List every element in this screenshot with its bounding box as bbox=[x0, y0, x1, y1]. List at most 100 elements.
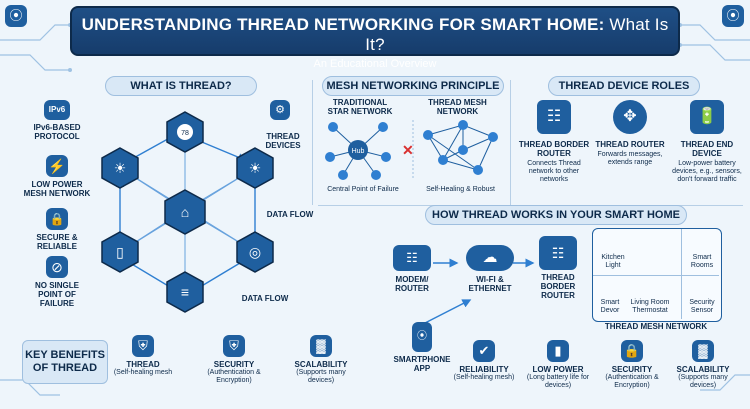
benefit-title: SECURITY bbox=[611, 365, 653, 374]
bar-chart-icon: ▓ bbox=[692, 340, 714, 362]
benefit-low-power: ▮ LOW POWER (Long battery life for devic… bbox=[522, 340, 594, 390]
svg-text:⌂: ⌂ bbox=[181, 204, 189, 220]
what-is-thread-heading: WHAT IS THREAD? bbox=[105, 76, 257, 96]
benefit-thread: ⛨ THREAD (Self-healing mesh bbox=[112, 335, 174, 377]
feature-ipv6: IPv6 IPv6-BASED PROTOCOL bbox=[22, 100, 92, 141]
star-network-label: TRADITIONAL STAR NETWORK bbox=[327, 98, 393, 116]
benefit-scalability-2: ▓ SCALABILITY (Supports many devices) bbox=[670, 340, 736, 390]
role-title: THREAD ROUTER bbox=[595, 140, 665, 149]
shield-icon: ⛨ bbox=[132, 335, 154, 357]
title-banner: UNDERSTANDING THREAD NETWORKING FOR SMAR… bbox=[70, 6, 680, 70]
modem-label: MODEM/ ROUTER bbox=[395, 275, 429, 293]
role-title: THREAD BORDER ROUTER bbox=[518, 140, 590, 158]
benefit-title: SECURITY bbox=[213, 360, 255, 369]
feature-no-spof: ⊘ NO SINGLE POINT OF FAILURE bbox=[22, 256, 92, 308]
room-smart-rooms: Smart Rooms bbox=[690, 254, 714, 269]
room-security-sensor: Security Sensor bbox=[689, 299, 715, 314]
battery-sensor-icon: 🔋 bbox=[690, 100, 724, 134]
room-divider bbox=[681, 229, 682, 319]
how-it-works-heading: HOW THREAD WORKS IN YOUR SMART HOME bbox=[425, 205, 687, 225]
mesh-principle-heading: MESH NETWORKING PRINCIPLE bbox=[322, 76, 504, 96]
benefit-desc: (Self-healing mesh) bbox=[453, 374, 515, 381]
bulb-node-icon bbox=[101, 147, 139, 189]
border-router-label: THREAD BORDER ROUTER bbox=[540, 273, 576, 300]
benefit-security: ⛨ SECURITY (Authentication & Encryption) bbox=[196, 335, 272, 385]
benefit-desc: (Self-healing mesh bbox=[113, 369, 173, 376]
lock-icon: 🔒 bbox=[46, 208, 68, 230]
star-vs-mesh-diagram: Hub ✕ bbox=[325, 120, 498, 180]
benefit-title: THREAD bbox=[126, 360, 160, 369]
feature-label: SECURE & RELIABLE bbox=[36, 233, 78, 251]
svg-text:☀: ☀ bbox=[114, 160, 127, 176]
smartphone-app: ⦿ SMARTPHONE APP bbox=[392, 322, 452, 373]
no-single-point-icon: ⊘ bbox=[46, 256, 68, 278]
mesh-network-label: THREAD MESH NETWORK bbox=[428, 98, 487, 116]
feature-label: NO SINGLE POINT OF FAILURE bbox=[34, 281, 79, 308]
wifi-icon: ⦿ bbox=[5, 5, 27, 27]
feature-low-power: ⚡ LOW POWER MESH NETWORK bbox=[22, 155, 92, 198]
shield-lock-icon: ⛨ bbox=[223, 335, 245, 357]
border-router-icon: ☷ bbox=[539, 236, 577, 270]
divider bbox=[312, 80, 313, 205]
how-it-works-diagram bbox=[424, 258, 535, 324]
router-arrows-icon: ✥ bbox=[613, 100, 647, 134]
failure-x-icon: ✕ bbox=[402, 142, 414, 158]
lock-icon: 🔒 bbox=[621, 340, 643, 362]
title-main: UNDERSTANDING THREAD NETWORKING FOR SMAR… bbox=[81, 15, 605, 34]
thread-mesh-diagram: 78 ☀☀ ⌂▯ ◎≡ bbox=[101, 111, 274, 313]
room-divider bbox=[593, 275, 719, 276]
key-benefits-heading: KEY BENEFITS OF THREAD bbox=[22, 340, 108, 384]
router-icon: ☷ bbox=[537, 100, 571, 134]
thread-devices-label: THREAD DEVICES bbox=[265, 132, 301, 150]
modem-router: ☷ MODEM/ ROUTER bbox=[388, 245, 436, 293]
data-flow-label-1: DATA FLOW bbox=[266, 210, 314, 219]
battery-icon: ▮ bbox=[547, 340, 569, 362]
role-title: THREAD END DEVICE bbox=[680, 140, 734, 158]
benefit-title: RELIABILITY bbox=[459, 365, 509, 374]
page-title: UNDERSTANDING THREAD NETWORKING FOR SMAR… bbox=[72, 15, 678, 55]
svg-text:≡: ≡ bbox=[181, 284, 189, 300]
page-subtitle: An Educational Overview bbox=[313, 58, 437, 70]
speaker-node-icon bbox=[236, 231, 274, 273]
benefit-security-2: 🔒 SECURITY (Authentication & Encryption) bbox=[596, 340, 668, 390]
bulb-node-icon bbox=[236, 147, 274, 189]
wifi-ethernet: ☁ WI-FI & ETHERNET bbox=[455, 245, 525, 293]
role-desc: Connects Thread network to other network… bbox=[527, 160, 581, 183]
thread-devices-callout: ⚙ bbox=[248, 100, 318, 120]
lightning-icon: ⚡ bbox=[46, 155, 68, 177]
room-kitchen: Kitchen Light bbox=[601, 254, 625, 269]
role-end-device: 🔋 THREAD END DEVICE Low-power battery de… bbox=[668, 100, 746, 184]
svg-text:☀: ☀ bbox=[249, 160, 262, 176]
benefit-desc: (Authentication & Encryption) bbox=[207, 369, 261, 384]
feature-secure: 🔒 SECURE & RELIABLE bbox=[22, 208, 92, 251]
title-suffix: What Is It? bbox=[365, 15, 669, 54]
key-benefits-title: KEY BENEFITS OF THREAD bbox=[25, 349, 105, 374]
room-thermostat: Living Room Thermostat bbox=[630, 299, 670, 314]
benefit-desc: (Long battery life for devices) bbox=[526, 374, 590, 389]
house-floorplan: Kitchen Light Smart Rooms Smart Devor Li… bbox=[592, 228, 722, 322]
star-caption: Central Point of Failure bbox=[327, 186, 399, 193]
feature-label: LOW POWER MESH NETWORK bbox=[23, 180, 91, 198]
data-flow-label-2: DATA FLOW bbox=[241, 294, 289, 303]
hub-value: 78 bbox=[181, 130, 189, 137]
smartphone-icon: ⦿ bbox=[412, 322, 432, 352]
divider bbox=[510, 80, 511, 205]
device-roles-heading: THREAD DEVICE ROLES bbox=[548, 76, 700, 96]
thread-border-router: ☷ THREAD BORDER ROUTER bbox=[530, 236, 586, 300]
wifi-icon: ⦿ bbox=[722, 5, 744, 27]
ipv6-icon: IPv6 bbox=[44, 100, 70, 120]
benefit-title: LOW POWER bbox=[532, 365, 584, 374]
role-border-router: ☷ THREAD BORDER ROUTER Connects Thread n… bbox=[518, 100, 590, 184]
svg-text:◎: ◎ bbox=[249, 244, 261, 260]
wifi-label: WI-FI & ETHERNET bbox=[468, 275, 512, 293]
benefit-title: SCALABILITY bbox=[676, 365, 730, 374]
room-smart-devor: Smart Devor bbox=[600, 299, 620, 314]
benefit-desc: (Supports many devices) bbox=[678, 374, 728, 389]
phone-node-icon bbox=[101, 231, 139, 273]
cloud-icon: ☁ bbox=[466, 245, 514, 271]
sensor-node-icon bbox=[166, 271, 204, 313]
role-router: ✥ THREAD ROUTER Forwards messages, exten… bbox=[594, 100, 666, 167]
check-shield-icon: ✔ bbox=[473, 340, 495, 362]
mesh-caption: Self-Healing & Robust bbox=[426, 186, 495, 193]
chip-icon: ⚙ bbox=[270, 100, 290, 120]
